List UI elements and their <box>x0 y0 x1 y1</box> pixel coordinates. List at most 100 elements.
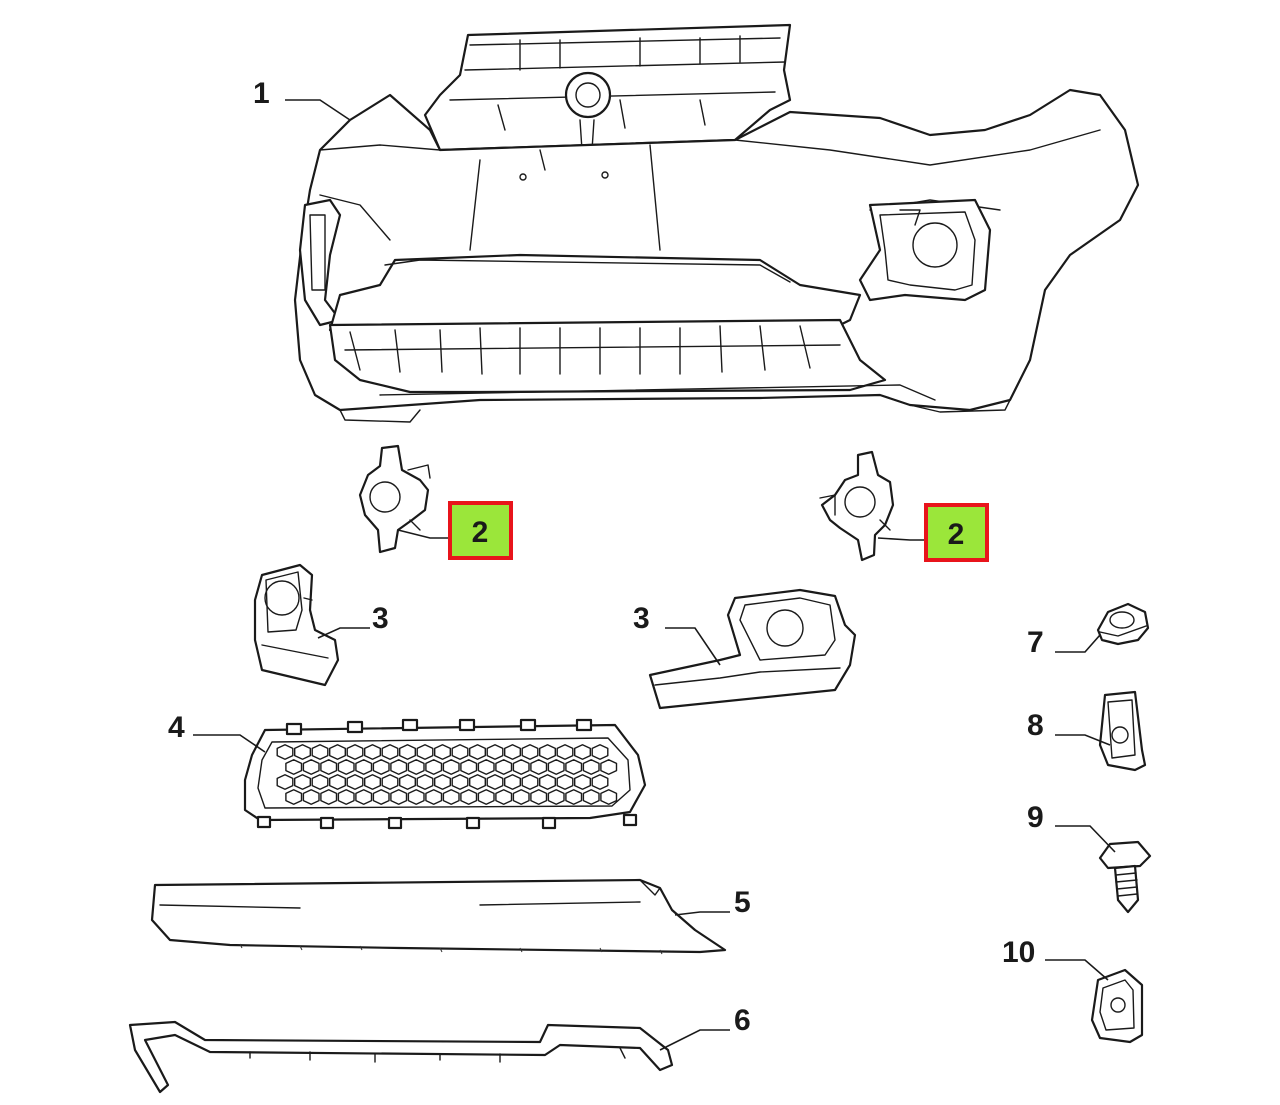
honeycomb-cell <box>294 774 311 790</box>
part-3-fog-lamp-cover-left <box>253 563 340 687</box>
honeycomb-cell <box>285 789 303 805</box>
honeycomb-cell <box>390 759 408 775</box>
honeycomb-cell <box>591 744 609 760</box>
honeycomb-cell <box>372 759 390 775</box>
honeycomb-cell <box>346 774 364 790</box>
honeycomb-cell <box>565 759 583 775</box>
part-5-lower-spoiler <box>150 878 727 955</box>
honeycomb-cell <box>582 759 600 775</box>
honeycomb-cell <box>504 774 521 790</box>
honeycomb-cell <box>320 789 338 805</box>
honeycomb-cell <box>329 744 346 760</box>
callout-2-right: 2 <box>948 518 965 551</box>
honeycomb-cell <box>460 759 478 775</box>
honeycomb-cell <box>425 789 443 805</box>
callout-3-right: 3 <box>633 602 650 635</box>
honeycomb-cell <box>416 744 434 760</box>
honeycomb-cell <box>442 759 460 775</box>
honeycomb-cell <box>512 759 530 775</box>
honeycomb-cell <box>399 774 416 790</box>
callout-1: 1 <box>253 77 270 110</box>
honeycomb-cell <box>451 774 469 790</box>
honeycomb-cell <box>495 789 513 805</box>
honeycomb-cell <box>425 759 443 775</box>
honeycomb-cell <box>600 759 618 775</box>
honeycomb-cell <box>539 774 556 790</box>
honeycomb-cell <box>486 774 504 790</box>
honeycomb-cell <box>512 789 530 805</box>
callout-5: 5 <box>734 886 751 919</box>
part-1-front-bumper <box>293 23 1140 423</box>
honeycomb-cell <box>355 789 373 805</box>
honeycomb-cell <box>486 744 504 760</box>
honeycomb-cell <box>477 789 495 805</box>
honeycomb-cell <box>276 744 294 760</box>
honeycomb-cell <box>582 789 600 805</box>
honeycomb-cell <box>460 789 478 805</box>
callout-4: 4 <box>168 711 185 744</box>
honeycomb-cell <box>276 774 294 790</box>
callout-8: 8 <box>1027 709 1044 742</box>
honeycomb-cell <box>337 759 355 775</box>
honeycomb-cell <box>346 744 364 760</box>
honeycomb-cell <box>329 774 346 790</box>
honeycomb-cell <box>416 774 434 790</box>
honeycomb-cell <box>574 744 591 760</box>
honeycomb-cell <box>469 744 486 760</box>
honeycomb-cell <box>399 744 416 760</box>
honeycomb-cell <box>469 774 486 790</box>
honeycomb-cell <box>311 774 329 790</box>
part-2-fog-lamp-bracket-right <box>819 450 895 562</box>
honeycomb-cell <box>574 774 591 790</box>
callout-2-left: 2 <box>472 516 489 549</box>
honeycomb-cell <box>355 759 373 775</box>
part-4-lower-grille <box>243 718 647 830</box>
honeycomb-cell <box>565 789 583 805</box>
part-3-fog-lamp-cover-right <box>648 588 857 710</box>
honeycomb-cell <box>302 759 320 775</box>
honeycomb-cell <box>442 789 460 805</box>
callout-2-left-highlight: 2 <box>448 501 513 560</box>
part-9-screw <box>1098 840 1152 914</box>
honeycomb-cell <box>364 744 381 760</box>
honeycomb-cell <box>547 759 565 775</box>
honeycomb-cell <box>539 744 556 760</box>
honeycomb-cell <box>521 744 539 760</box>
honeycomb-cell <box>372 789 390 805</box>
honeycomb-cell <box>381 774 399 790</box>
part-8-clip-nut <box>1098 690 1147 772</box>
honeycomb-cell <box>320 759 338 775</box>
honeycomb-cell <box>364 774 381 790</box>
honeycomb-cell <box>285 759 303 775</box>
callout-2-right-highlight: 2 <box>924 503 989 562</box>
part-6-trim-strip <box>128 1020 674 1094</box>
honeycomb-cell <box>600 789 618 805</box>
honeycomb-mesh <box>276 744 618 805</box>
honeycomb-cell <box>521 774 539 790</box>
part-10-spring-clip <box>1090 968 1144 1044</box>
honeycomb-cell <box>311 744 329 760</box>
honeycomb-cell <box>302 789 320 805</box>
callout-10: 10 <box>1002 936 1035 969</box>
honeycomb-cell <box>451 744 469 760</box>
part-7-nut <box>1096 602 1150 646</box>
honeycomb-cell <box>477 759 495 775</box>
honeycomb-cell <box>434 744 451 760</box>
honeycomb-cell <box>337 789 355 805</box>
callout-6: 6 <box>734 1004 751 1037</box>
honeycomb-cell <box>407 759 425 775</box>
honeycomb-cell <box>294 744 311 760</box>
callout-7: 7 <box>1027 626 1044 659</box>
honeycomb-cell <box>407 789 425 805</box>
honeycomb-cell <box>591 774 609 790</box>
honeycomb-cell <box>434 774 451 790</box>
honeycomb-cell <box>381 744 399 760</box>
honeycomb-cell <box>530 789 548 805</box>
honeycomb-cell <box>504 744 521 760</box>
callout-3-left: 3 <box>372 602 389 635</box>
callout-9: 9 <box>1027 801 1044 834</box>
honeycomb-cell <box>547 789 565 805</box>
honeycomb-cell <box>556 744 574 760</box>
honeycomb-cell <box>495 759 513 775</box>
